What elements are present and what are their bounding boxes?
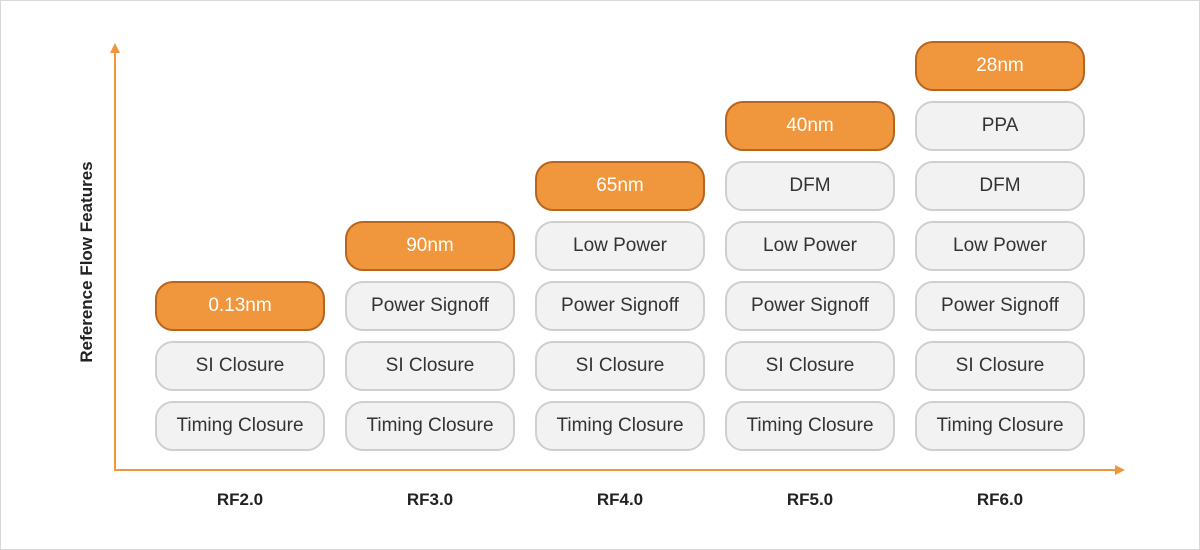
feature-pill: Low Power bbox=[535, 221, 705, 271]
column-rf6-0: Timing Closure SI Closure Power Signoff Low… bbox=[915, 0, 1085, 550]
feature-pill: Low Power bbox=[915, 221, 1085, 271]
column-rf3-0: Timing Closure SI Closure Power Signoff 90n… bbox=[345, 0, 515, 550]
feature-pill: Power Signoff bbox=[345, 281, 515, 331]
feature-pill: Power Signoff bbox=[725, 281, 895, 331]
release-label: RF5.0 bbox=[786, 490, 834, 509]
feature-pill: Timing Closure bbox=[345, 401, 515, 451]
feature-pill: Low Power bbox=[725, 221, 895, 271]
feature-pill: Timing Closure bbox=[725, 401, 895, 451]
feature-pill: DFM bbox=[725, 161, 895, 211]
x-axis-arrow-icon bbox=[1115, 465, 1125, 475]
release-label: RF3.0 bbox=[406, 490, 454, 509]
release-label: RF2.0 bbox=[216, 490, 264, 509]
feature-pill: Timing Closure bbox=[155, 401, 325, 451]
feature-pill: DFM bbox=[915, 161, 1085, 211]
column-rf5-0: Timing Closure SI Closure Power Signoff Low… bbox=[725, 0, 895, 550]
feature-pill: SI Closure bbox=[725, 341, 895, 391]
process-node-pill: 0.13nm bbox=[155, 281, 325, 331]
release-label: RF4.0 bbox=[596, 490, 644, 509]
feature-pill: PPA bbox=[915, 101, 1085, 151]
feature-pill: SI Closure bbox=[535, 341, 705, 391]
feature-pill: Timing Closure bbox=[535, 401, 705, 451]
release-label: RF6.0 bbox=[976, 490, 1024, 509]
process-node-pill: 65nm bbox=[535, 161, 705, 211]
process-node-pill: 90nm bbox=[345, 221, 515, 271]
process-node-pill: 40nm bbox=[725, 101, 895, 151]
y-axis-arrow-icon bbox=[110, 43, 120, 53]
feature-pill: SI Closure bbox=[345, 341, 515, 391]
feature-pill: SI Closure bbox=[155, 341, 325, 391]
y-axis-label: Reference Flow Features bbox=[77, 161, 96, 363]
feature-pill: SI Closure bbox=[915, 341, 1085, 391]
column-rf4-0: Timing Closure SI Closure Power Signoff Low… bbox=[535, 0, 705, 550]
feature-pill: Power Signoff bbox=[915, 281, 1085, 331]
feature-pill: Power Signoff bbox=[535, 281, 705, 331]
process-node-pill: 28nm bbox=[915, 41, 1085, 91]
feature-pill: Timing Closure bbox=[915, 401, 1085, 451]
